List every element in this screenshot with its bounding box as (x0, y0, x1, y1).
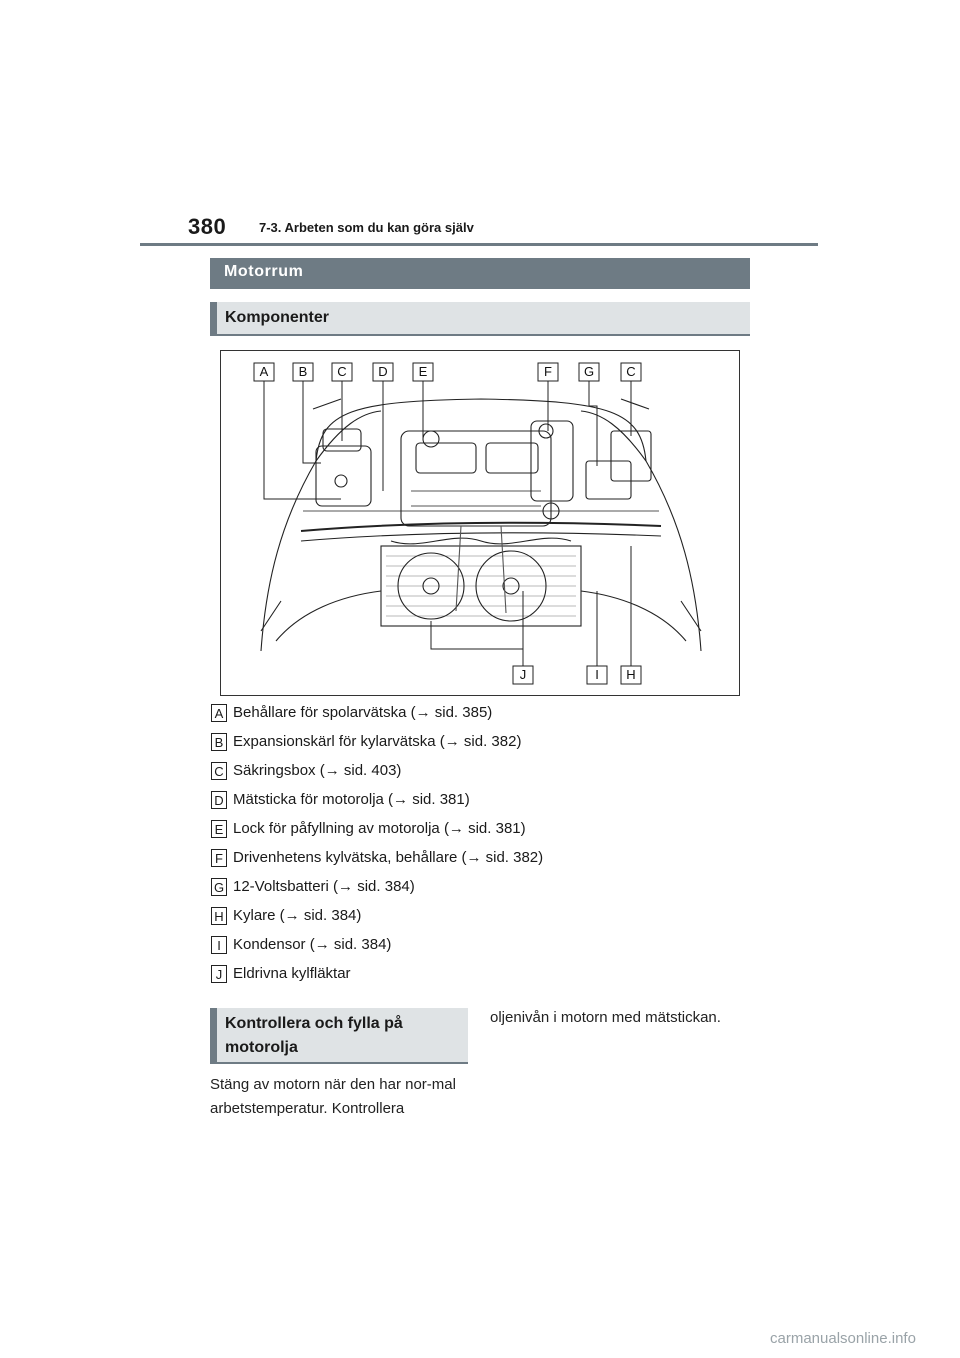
legend-letter: C (211, 762, 227, 780)
legend-letter: G (211, 878, 227, 896)
watermark: carmanualsonline.info (770, 1330, 916, 1347)
callout-label: C (626, 364, 635, 379)
legend-text: Expansionskärl för kylarvätska (→ sid. 3… (233, 733, 522, 750)
legend-letter: B (211, 733, 227, 751)
figure-callouts-bottom: J I H (512, 665, 642, 685)
legend-letter: D (211, 791, 227, 809)
legend-text: Lock för påfyllning av motorolja (→ sid.… (233, 820, 526, 837)
legend-letter: A (211, 704, 227, 722)
legend-text: Säkringsbox (→ sid. 403) (233, 762, 402, 779)
section-heading: Motorrum (210, 258, 750, 289)
legend-letter: I (211, 936, 227, 954)
figure-callouts-top: A B C D E F G C (253, 362, 642, 382)
chapter-title: 7-3. Arbeten som du kan göra själv (259, 220, 474, 235)
legend-text: Eldrivna kylfläktar (233, 965, 351, 982)
engine-illustration: A B C D E F G C J I H (253, 362, 702, 685)
legend-letter: E (211, 820, 227, 838)
legend-letter: J (211, 965, 227, 983)
engine-bay-figure: A B C D E F G C J I H (220, 350, 740, 696)
legend-letter: H (211, 907, 227, 925)
callout-label: H (626, 667, 635, 682)
callout-label: D (378, 364, 387, 379)
callout-label: G (584, 364, 594, 379)
callout-label: E (419, 364, 428, 379)
oil-paragraph-right: oljenivån i motorn med mätstickan. (490, 1009, 721, 1026)
callout-label: I (595, 667, 599, 682)
legend-text: Behållare för spolarvätska (→ sid. 385) (233, 704, 493, 721)
legend-text: Kondensor (→ sid. 384) (233, 936, 392, 953)
legend-text: Mätsticka för motorolja (→ sid. 381) (233, 791, 470, 808)
callout-label: F (544, 364, 552, 379)
callout-label: J (520, 667, 527, 682)
components-heading: Komponenter (210, 302, 750, 336)
header-rule (140, 243, 818, 246)
legend-text: Kylare (→ sid. 384) (233, 907, 362, 924)
callout-label: B (299, 364, 308, 379)
legend-text: Drivenhetens kylvätska, behållare (→ sid… (233, 849, 544, 866)
callout-label: A (260, 364, 269, 379)
callout-label: C (337, 364, 346, 379)
oil-heading: Kontrollera och fylla på motorolja (210, 1008, 468, 1064)
page-number: 380 (188, 214, 227, 239)
oil-paragraph-left: Stäng av motorn när den har nor-mal arbe… (210, 1076, 456, 1117)
legend-text: 12-Voltsbatteri (→ sid. 384) (233, 878, 415, 895)
legend-letter: F (211, 849, 227, 867)
